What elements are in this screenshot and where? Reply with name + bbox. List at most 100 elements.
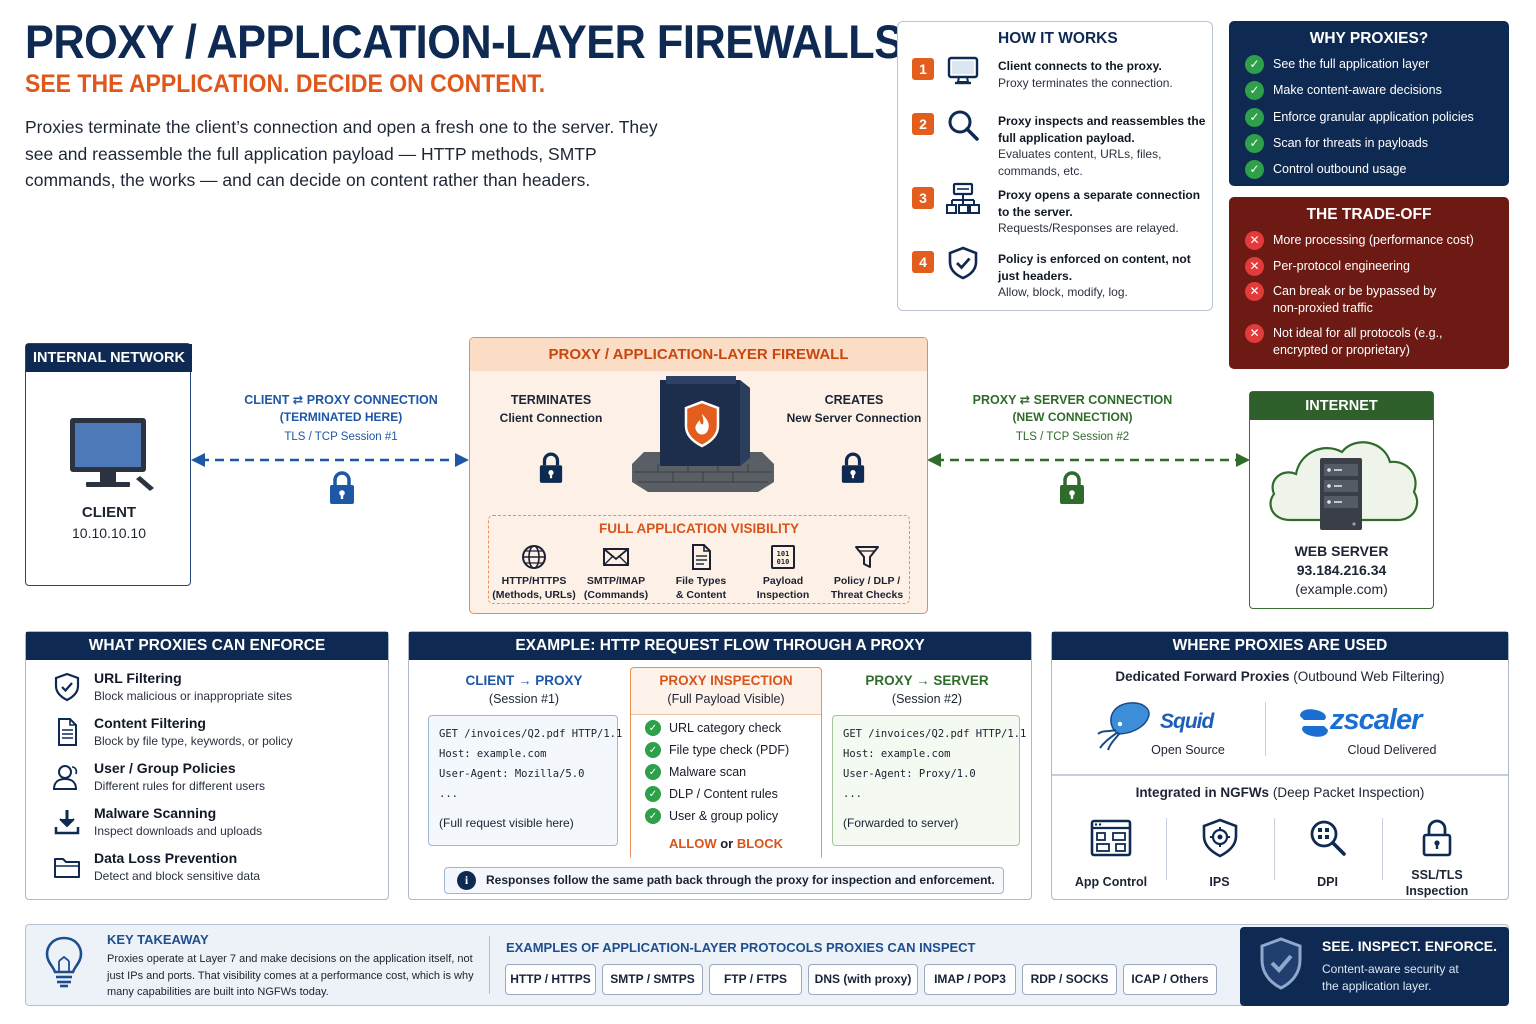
internal-network-box: INTERNAL NETWORK CLIENT 10.10.10.10	[25, 343, 192, 586]
check-icon: ✓	[645, 742, 661, 758]
info-icon: i	[457, 871, 476, 890]
page-subtitle: SEE THE APPLICATION. DECIDE ON CONTENT.	[25, 70, 546, 98]
web-server-host: (example.com)	[1295, 581, 1388, 597]
protocol-pill: FTP / FTPS	[709, 964, 802, 995]
server-session-label: TLS / TCP Session #2	[1015, 431, 1130, 443]
protocol-pill: SMTP / SMTPS	[602, 964, 703, 995]
ips-shield-icon	[1202, 818, 1237, 858]
server-connection-note: (NEW CONNECTION)	[1012, 410, 1133, 424]
web-server-ip: 93.184.216.34	[1296, 562, 1387, 578]
client-connection-title: CLIENT ⇄ PROXY CONNECTION	[244, 393, 438, 407]
why-item: ✓See the full application layer	[1245, 55, 1501, 74]
takeaway-title: KEY TAKEAWAY	[107, 932, 209, 947]
flow-footer-note: i Responses follow the same path back th…	[444, 867, 1004, 894]
protocol-pill: IMAP / POP3	[924, 964, 1016, 995]
flow-middle-heading: PROXY INSPECTION	[659, 673, 793, 688]
step-desc: Allow, block, modify, log.	[998, 285, 1128, 299]
tradeoff-item: ✕Not ideal for all protocols (e.g., encr…	[1245, 323, 1475, 359]
flow-left-sub: (Session #1)	[488, 692, 560, 706]
lightbulb-icon	[45, 936, 83, 988]
file-icon	[692, 544, 711, 570]
http-flow-panel: EXAMPLE: HTTP REQUEST FLOW THROUGH A PRO…	[408, 631, 1032, 900]
squid-logo-text: Squid	[1160, 710, 1214, 733]
squid-caption: Open Source	[1151, 743, 1225, 757]
step-bold: Proxy opens a separate connection to the…	[998, 188, 1201, 219]
terminates-label: TERMINATES	[510, 393, 592, 407]
proxy-firewall-box: PROXY / APPLICATION-LAYER FIREWALL TERMI…	[469, 337, 928, 614]
svg-text:101: 101	[777, 550, 790, 558]
zscaler-logo-text: zscaler	[1330, 704, 1422, 736]
firewall-appliance-icon	[632, 376, 774, 492]
allow-or-block: ALLOW or BLOCK	[668, 836, 784, 851]
padlock-icon	[1422, 819, 1452, 857]
visibility-title: FULL APPLICATION VISIBILITY	[598, 521, 799, 536]
protocol-pill: HTTP / HTTPS	[505, 964, 596, 995]
page-title: PROXY / APPLICATION-LAYER FIREWALLS	[25, 15, 903, 68]
document-icon	[58, 718, 77, 746]
step-number: 3	[912, 187, 934, 209]
step-number: 4	[912, 251, 934, 273]
how-it-works-title: HOW IT WORKS	[998, 30, 1118, 47]
proxy-firewall-title: PROXY / APPLICATION-LAYER FIREWALL	[470, 338, 927, 371]
zscaler-caption: Cloud Delivered	[1347, 743, 1437, 757]
padlock-icon	[841, 452, 865, 483]
globe-icon	[522, 545, 546, 569]
dedicated-proxies-heading: Dedicated Forward Proxies (Outbound Web …	[1115, 669, 1445, 684]
check-icon: ✓	[1245, 55, 1264, 74]
x-icon: ✕	[1245, 256, 1264, 276]
dpi-magnifier-icon	[1310, 820, 1346, 856]
zscaler-logo	[1300, 709, 1328, 737]
squid-logo	[1097, 702, 1150, 751]
svg-text:010: 010	[777, 558, 790, 566]
slogan-badge: SEE. INSPECT. ENFORCE. Content-aware sec…	[1240, 927, 1509, 1006]
step-bold: Policy is enforced on content, not just …	[998, 252, 1191, 283]
internet-title: INTERNET	[1250, 392, 1433, 420]
x-icon: ✕	[1245, 323, 1264, 343]
check-icon: ✓	[645, 764, 661, 780]
flow-middle-sub: (Full Payload Visible)	[667, 692, 785, 706]
inspection-check: ✓Malware scan	[645, 764, 746, 780]
tradeoff-item: ✕Per-protocol engineering	[1245, 256, 1501, 276]
check-icon: ✓	[1245, 81, 1264, 101]
why-item: ✓Enforce granular application policies	[1245, 107, 1501, 127]
protocols-title: EXAMPLES OF APPLICATION-LAYER PROTOCOLS …	[506, 940, 976, 955]
check-icon: ✓	[645, 786, 661, 802]
padlock-icon	[539, 452, 563, 483]
visibility-item-files: File Types& Content	[659, 543, 743, 602]
step-desc: Evaluates content, URLs, files, commands…	[998, 147, 1162, 178]
magnifier-icon	[948, 110, 979, 141]
terminates-sub: Client Connection	[499, 411, 603, 425]
inspection-check: ✓DLP / Content rules	[645, 786, 778, 802]
monitor-icon	[947, 56, 979, 85]
flow-left-heading: CLIENT → PROXY	[465, 673, 583, 688]
where-panel: WHERE PROXIES ARE USED Dedicated Forward…	[1051, 631, 1509, 900]
why-proxies-panel: WHY PROXIES? ✓See the full application l…	[1229, 21, 1509, 186]
client-request-box: GET /invoices/Q2.pdf HTTP/1.1 Host: exam…	[428, 715, 622, 846]
why-item: ✓Make content-aware decisions	[1245, 81, 1501, 101]
protocol-pill: DNS (with proxy)	[808, 964, 918, 995]
client-ip: 10.10.10.10	[72, 525, 146, 541]
inspection-check: ✓File type check (PDF)	[645, 742, 789, 758]
flow-right-heading: PROXY → SERVER	[865, 673, 989, 688]
padlock-icon	[1060, 471, 1084, 504]
ngfw-heading: Integrated in NGFWs (Deep Packet Inspect…	[1135, 785, 1425, 800]
web-server-label: WEB SERVER	[1294, 543, 1389, 559]
inspection-check: ✓URL category check	[645, 720, 781, 736]
client-computer-icon	[70, 418, 154, 491]
proxy-inspection-box: PROXY INSPECTION (Full Payload Visible) …	[630, 667, 822, 861]
enforce-title: WHAT PROXIES CAN ENFORCE	[26, 632, 388, 660]
check-icon: ✓	[1245, 133, 1264, 153]
arrow-right-icon	[1236, 453, 1250, 467]
check-icon: ✓	[1245, 107, 1264, 127]
users-icon	[52, 765, 78, 790]
client-connection-note: (TERMINATED HERE)	[279, 410, 403, 424]
visibility-item-smtp: SMTP/IMAP(Commands)	[574, 543, 658, 602]
folder-icon	[54, 858, 80, 878]
shield-check-icon	[1260, 937, 1302, 990]
envelope-icon	[603, 548, 629, 566]
flow-right-sub: (Session #2)	[891, 692, 963, 706]
tradeoff-panel: THE TRADE-OFF ✕More processing (performa…	[1229, 197, 1509, 369]
why-item: ✓Control outbound usage	[1245, 160, 1501, 180]
slogan-title: SEE. INSPECT. ENFORCE.	[1322, 938, 1498, 954]
client-label: CLIENT	[81, 504, 137, 521]
